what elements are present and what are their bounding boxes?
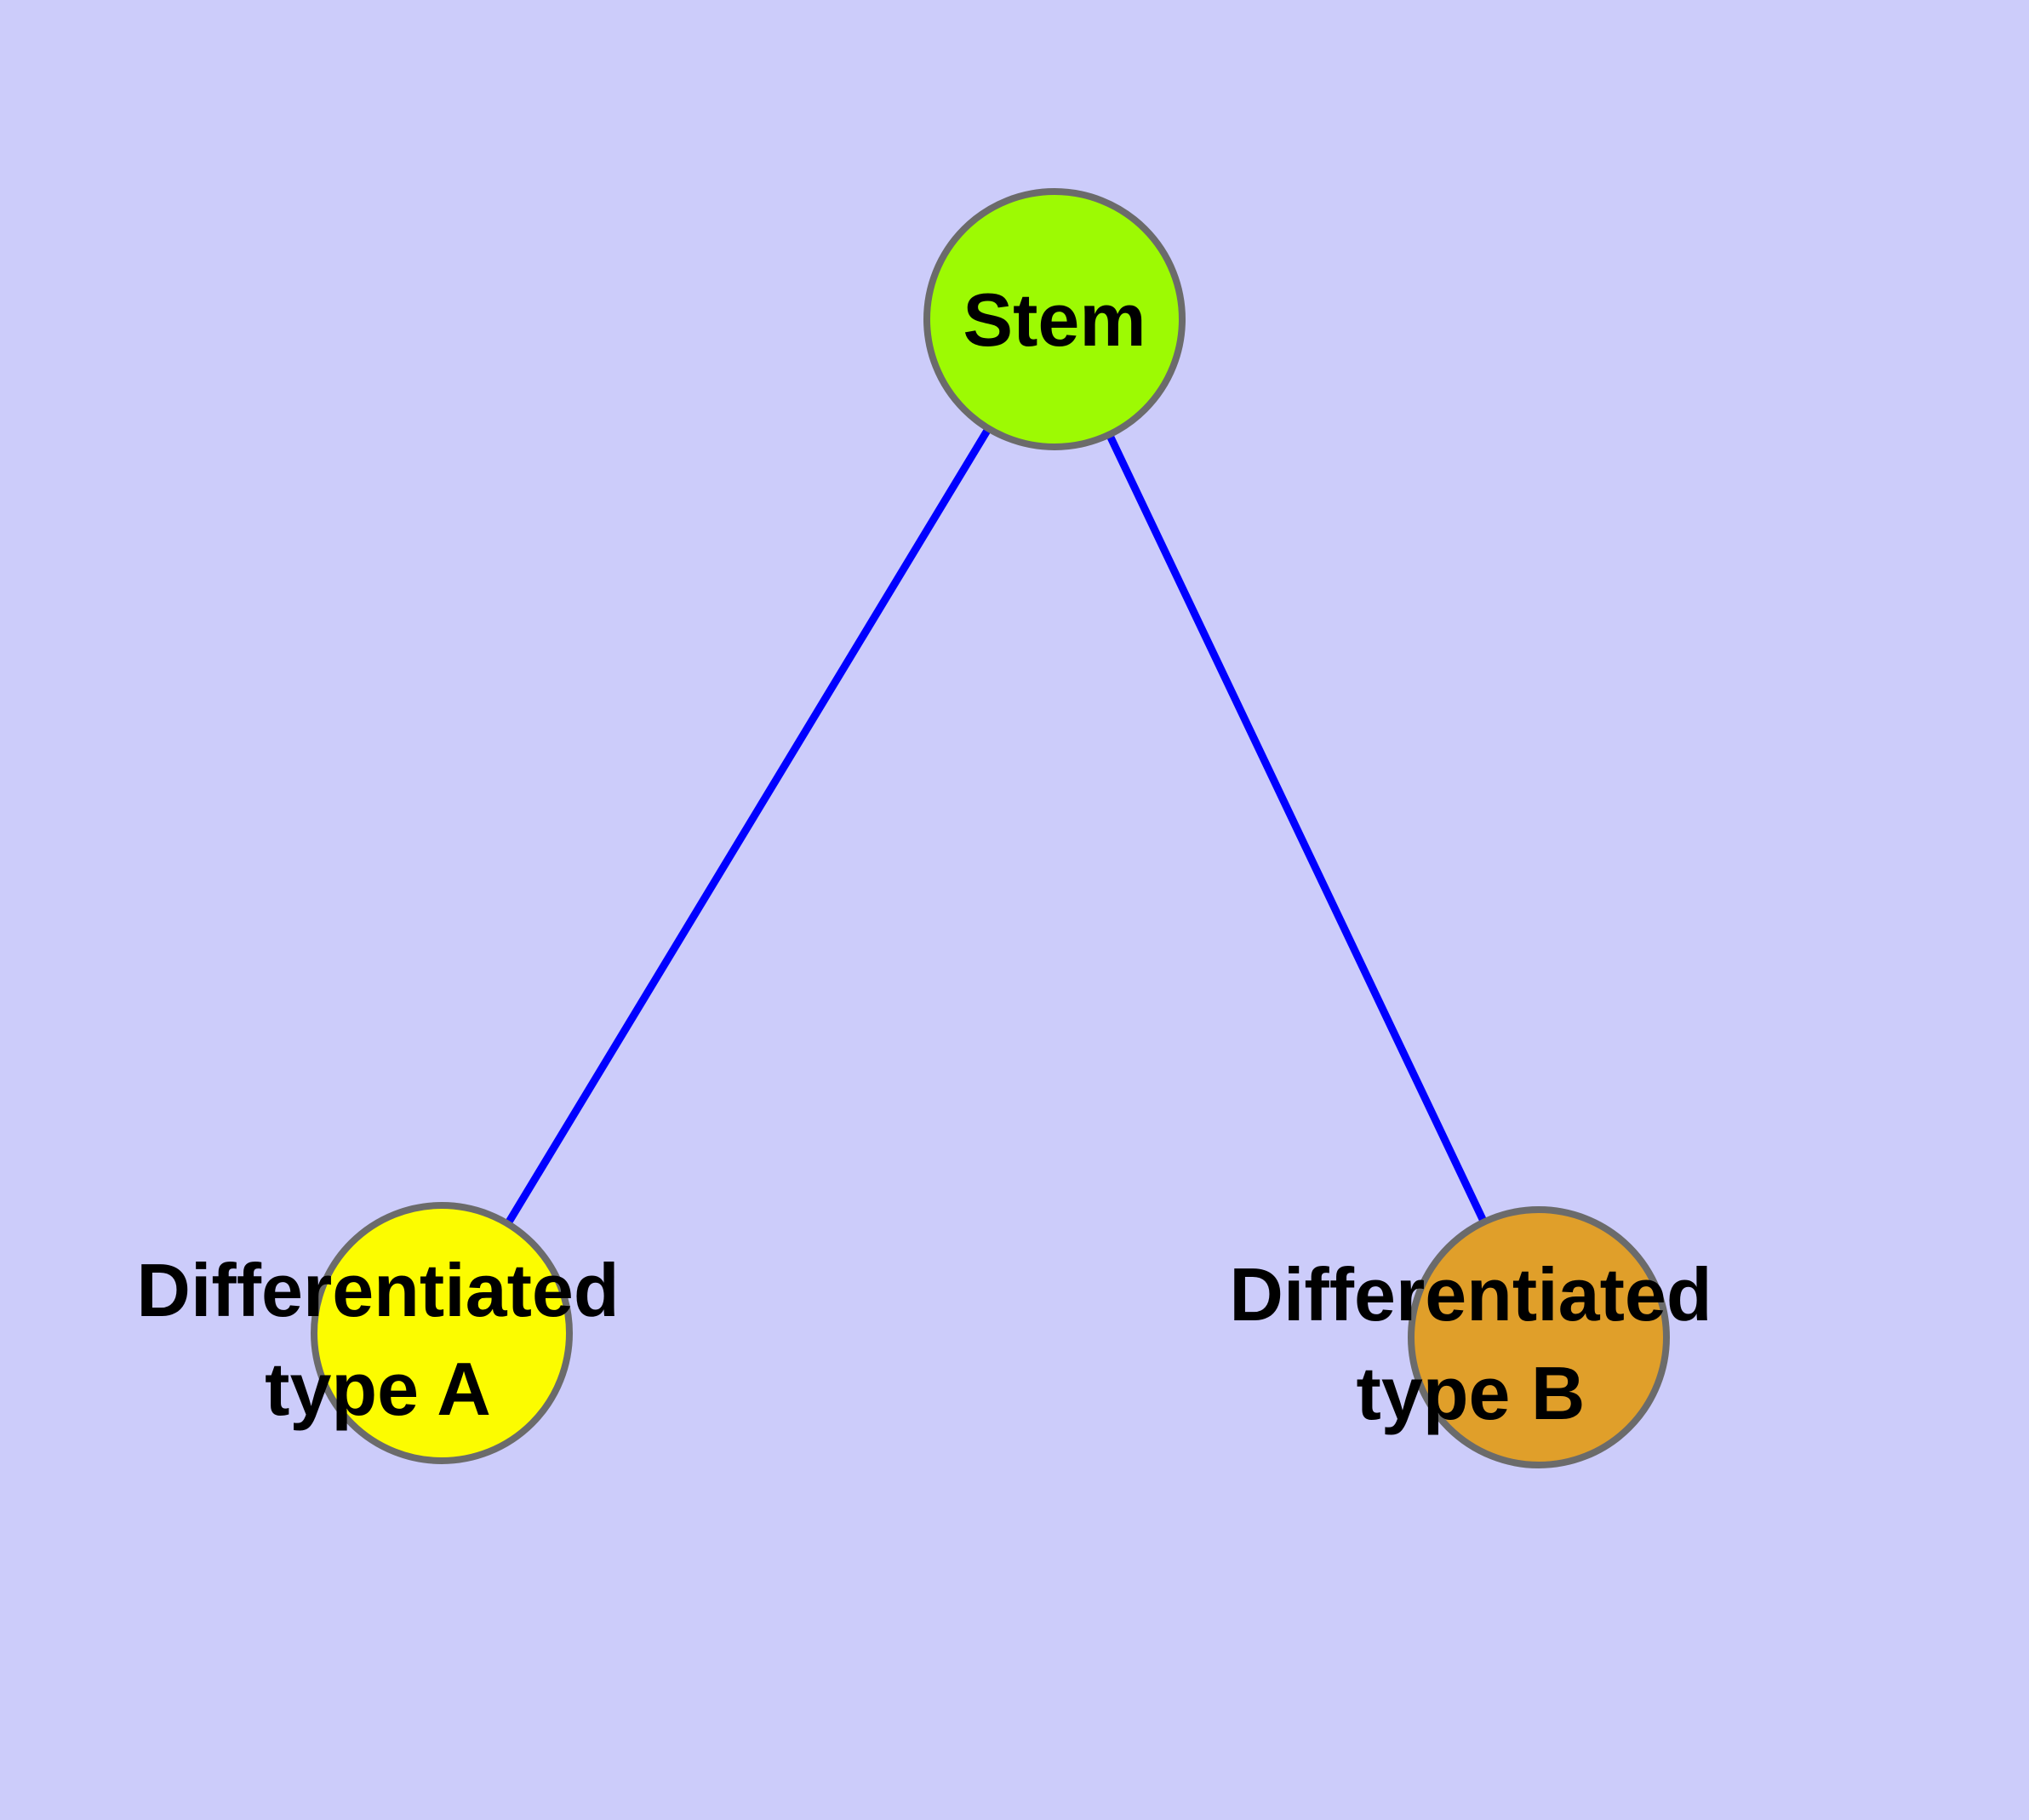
node-label-line: type B (1357, 1351, 1586, 1435)
node-differentiated-type-b-label: Differentiated type B (1229, 1252, 1712, 1435)
node-label-line: Stem (963, 278, 1146, 362)
node-differentiated-type-b-circle[interactable] (1408, 1206, 1670, 1468)
node-stem-label: Stem (963, 278, 1146, 362)
node-differentiated-type-a-label: Differentiated type A (136, 1248, 619, 1431)
edge-stem-to-differentiated-type-b[interactable] (1050, 318, 1543, 1339)
node-label-line: type A (265, 1347, 491, 1431)
node-labels-layer: Stem Differentiated type A Differentiated… (136, 278, 1712, 1435)
edge-stem-to-differentiated-type-a[interactable] (438, 317, 1058, 1336)
edges-layer (438, 317, 1543, 1339)
node-stem-circle[interactable] (923, 188, 1186, 450)
node-differentiated-type-a-circle[interactable] (311, 1202, 573, 1464)
node-label-line: Differentiated (136, 1248, 619, 1332)
nodes-layer (311, 188, 1670, 1468)
node-label-line: Differentiated (1229, 1252, 1712, 1336)
